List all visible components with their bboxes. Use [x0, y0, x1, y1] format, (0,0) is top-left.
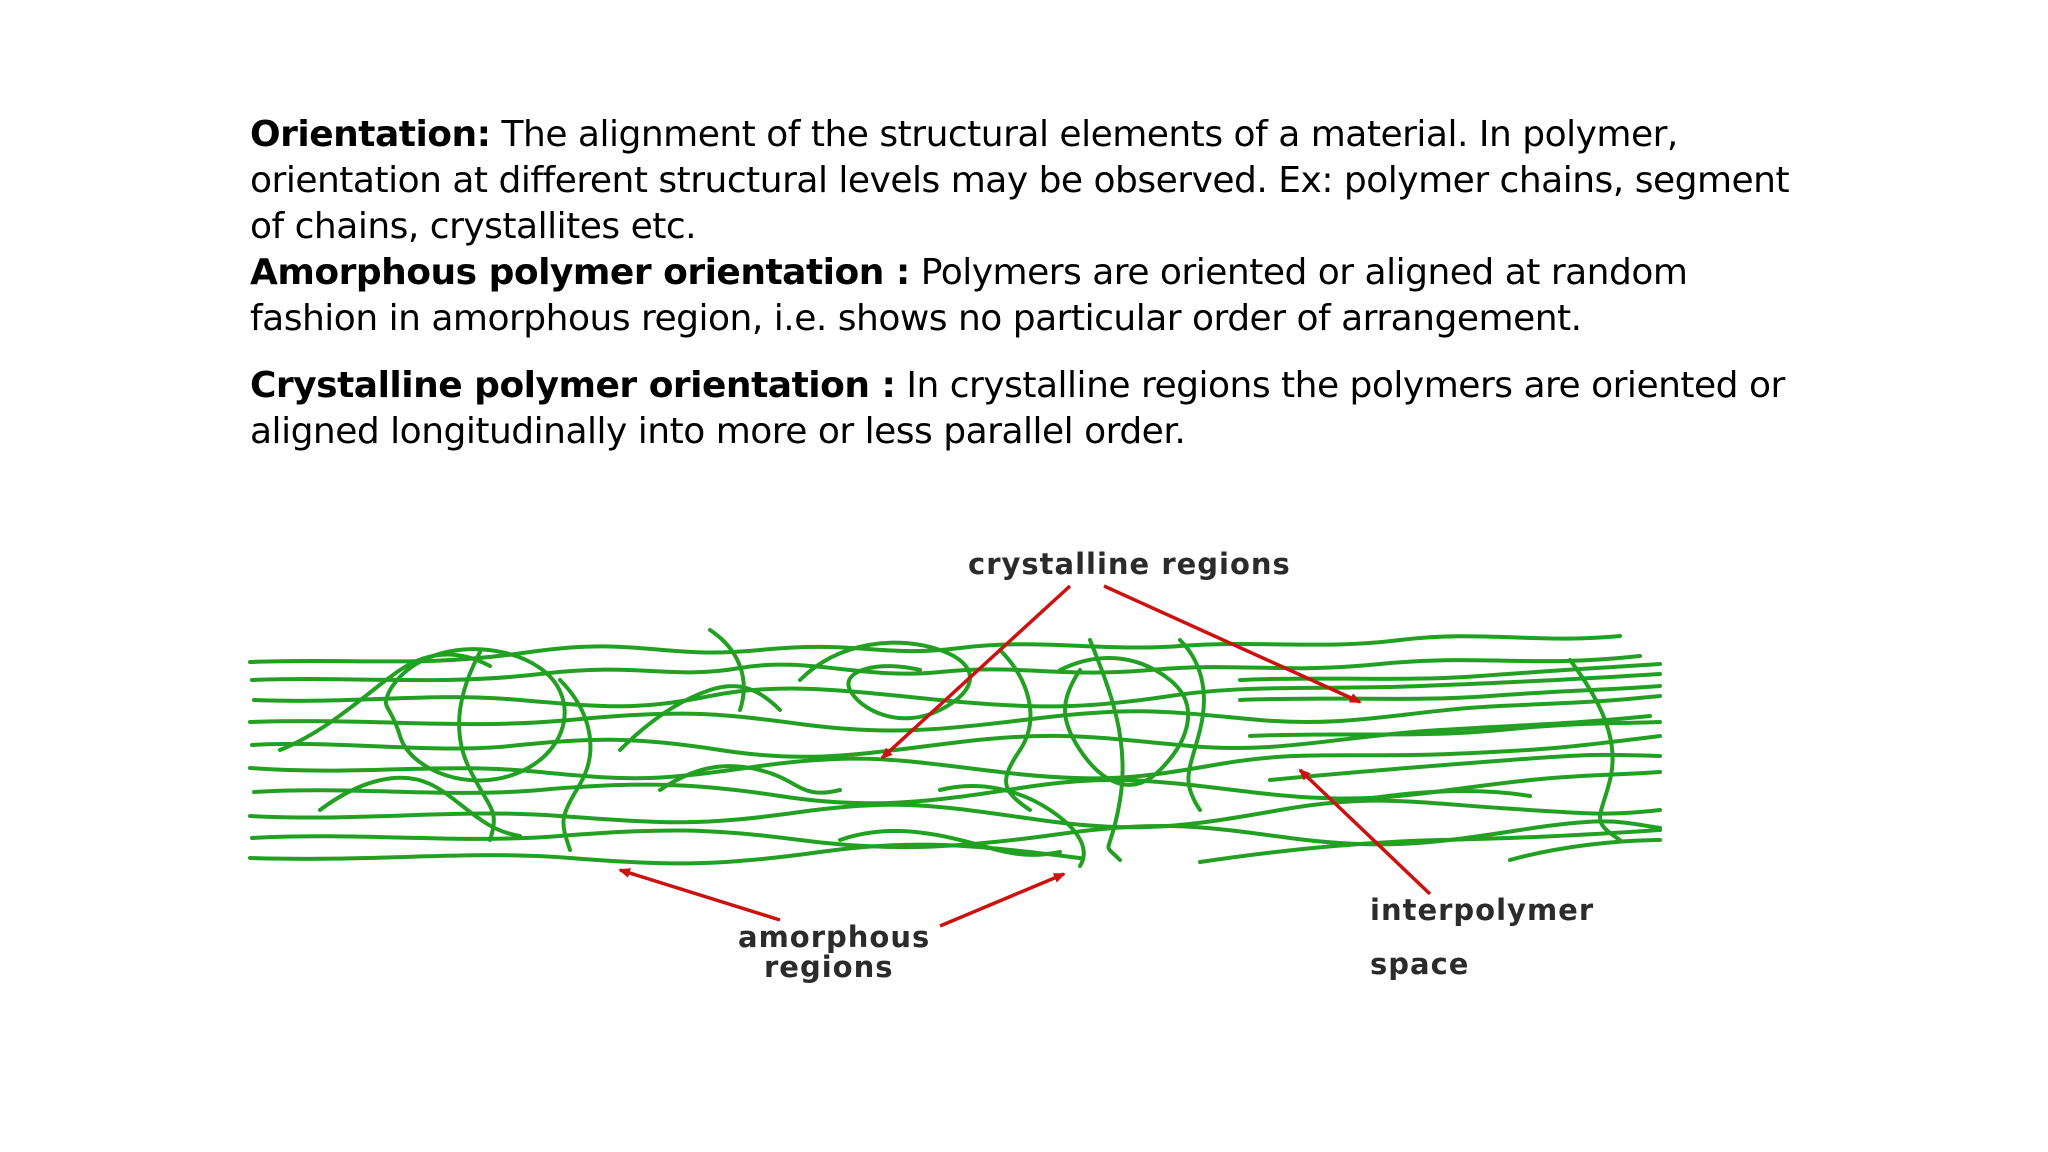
polymer-chain — [1178, 638, 1206, 812]
polymer-orientation-diagram: crystalline regions amorphous regions in… — [248, 547, 1662, 984]
amorphous-definition: Polymers are oriented or aligned at rand… — [250, 252, 1688, 339]
orientation-term: Orientation: — [250, 114, 491, 155]
polymer-chain — [1248, 720, 1662, 738]
polymer-chain — [457, 650, 496, 842]
amorphous-term: Amorphous polymer orientation : — [250, 252, 910, 293]
amorphous-arrow-left — [618, 868, 781, 922]
polymer-chain — [1358, 789, 1532, 802]
polymer-chain — [318, 775, 522, 838]
polymer-chain — [1088, 638, 1125, 862]
interpolymer-arrow — [1298, 768, 1432, 896]
polymer-chain — [1238, 684, 1662, 702]
polymer-chains — [248, 628, 1662, 868]
amorphous-label-line2: regions — [764, 950, 894, 984]
polymer-chain — [252, 672, 1662, 709]
polymer-chain — [248, 694, 1662, 733]
crystalline-regions-label: crystalline regions — [968, 547, 1291, 581]
polymer-chain — [383, 647, 567, 783]
polymer-chain — [248, 842, 1082, 866]
polymer-chain — [278, 652, 492, 752]
annotation-arrows — [618, 584, 1432, 928]
crystalline-paragraph: Crystalline polymer orientation : In cry… — [250, 363, 1810, 455]
polymer-chain — [1508, 838, 1662, 862]
polymer-chain — [250, 714, 1652, 759]
polymer-chain — [248, 634, 1622, 664]
polymer-chain — [250, 819, 1662, 850]
polymer-chain — [708, 628, 746, 712]
crystalline-definition: In crystalline regions the polymers are … — [250, 365, 1785, 452]
amorphous-label-line1: amorphous — [738, 920, 930, 954]
definitions-text: Orientation: The alignment of the struct… — [250, 112, 1810, 455]
polymer-chain — [248, 798, 1662, 830]
polymer-chain — [658, 764, 842, 795]
crystalline-arrow-2 — [1103, 584, 1362, 704]
polymer-chain — [838, 829, 1062, 857]
polymer-chain — [1198, 828, 1662, 864]
polymer-chain — [1058, 655, 1190, 787]
orientation-definition: The alignment of the structural elements… — [250, 114, 1790, 247]
crystalline-arrow-1 — [880, 584, 1072, 760]
orientation-paragraph: Orientation: The alignment of the struct… — [250, 112, 1810, 250]
interpolymer-label-line2: space — [1370, 947, 1469, 981]
amorphous-arrow-right — [939, 872, 1066, 928]
crystalline-term: Crystalline polymer orientation : — [250, 365, 896, 406]
polymer-chain — [618, 684, 782, 752]
polymer-chain — [252, 770, 1662, 806]
polymer-chain — [798, 640, 972, 721]
polymer-chain — [250, 654, 1642, 683]
polymer-chain — [1568, 658, 1622, 842]
interpolymer-label-line1: interpolymer — [1370, 893, 1594, 927]
polymer-chain — [558, 678, 593, 852]
polymer-chain — [938, 784, 1086, 868]
amorphous-paragraph: Amorphous polymer orientation : Polymers… — [250, 250, 1810, 342]
